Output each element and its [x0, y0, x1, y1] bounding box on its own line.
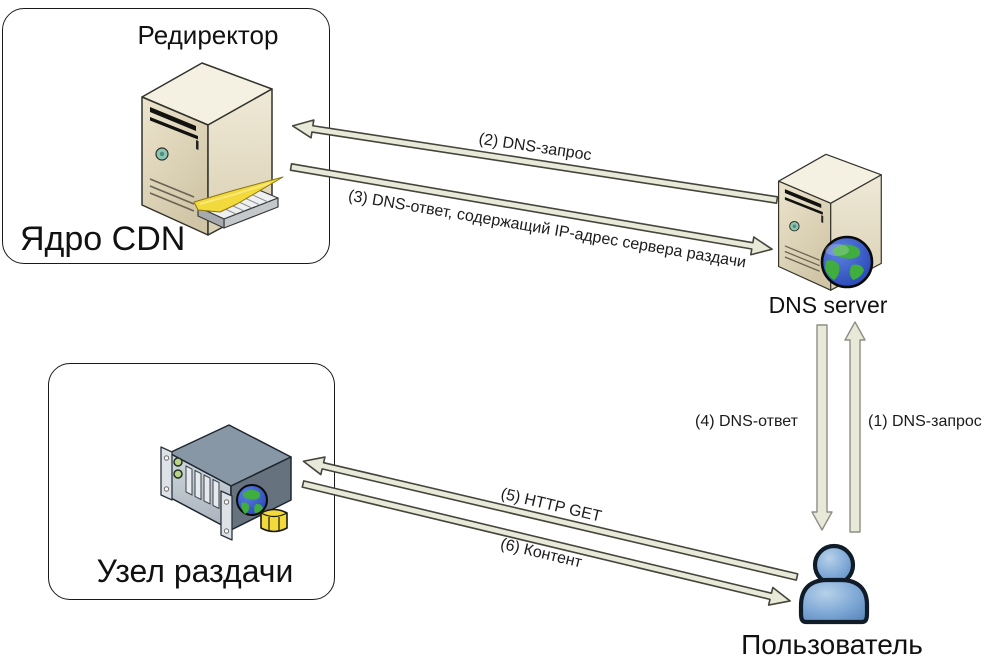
arrow-1-label: (1) DNS-запрос: [868, 413, 982, 430]
arrow-3-dns-answer-to-dns-server: [289, 163, 773, 256]
led-light: [173, 457, 183, 467]
globe-icon: [236, 484, 268, 516]
film-reel-icon: [260, 508, 288, 533]
rack-ear-left: [160, 446, 173, 501]
arrow-5-http-get-to-edge-node: [302, 456, 799, 581]
redirector-title: Редиректор: [137, 20, 279, 50]
person-icon: [798, 543, 870, 625]
drive-slots: [185, 465, 220, 510]
led-light: [173, 469, 183, 479]
core-cdn-group-label: Ядро CDN: [20, 220, 186, 258]
notepad-icon: [193, 176, 284, 229]
rack-ear-center: [220, 490, 233, 541]
arrow-1-dns-request-to-dns-server: [844, 321, 866, 533]
arrow-4-label: (4) DNS-ответ: [695, 413, 798, 430]
tower-server-icon: [141, 62, 284, 236]
edge-node-group-label: Узел раздачи: [96, 553, 294, 589]
user-label: Пользователь: [741, 629, 923, 660]
tower-server-with-globe-icon: [777, 153, 882, 291]
arrow-2-label: (2) DNS-запрос: [477, 130, 593, 165]
dns-server-label: DNS server: [768, 292, 888, 318]
arrow-4-dns-answer-to-user: [811, 324, 833, 531]
rack-server-icon: [160, 424, 292, 541]
globe-icon: [820, 235, 874, 289]
arrow-3-label: (3) DNS-ответ, содержащий IP-адрес серве…: [346, 187, 748, 272]
